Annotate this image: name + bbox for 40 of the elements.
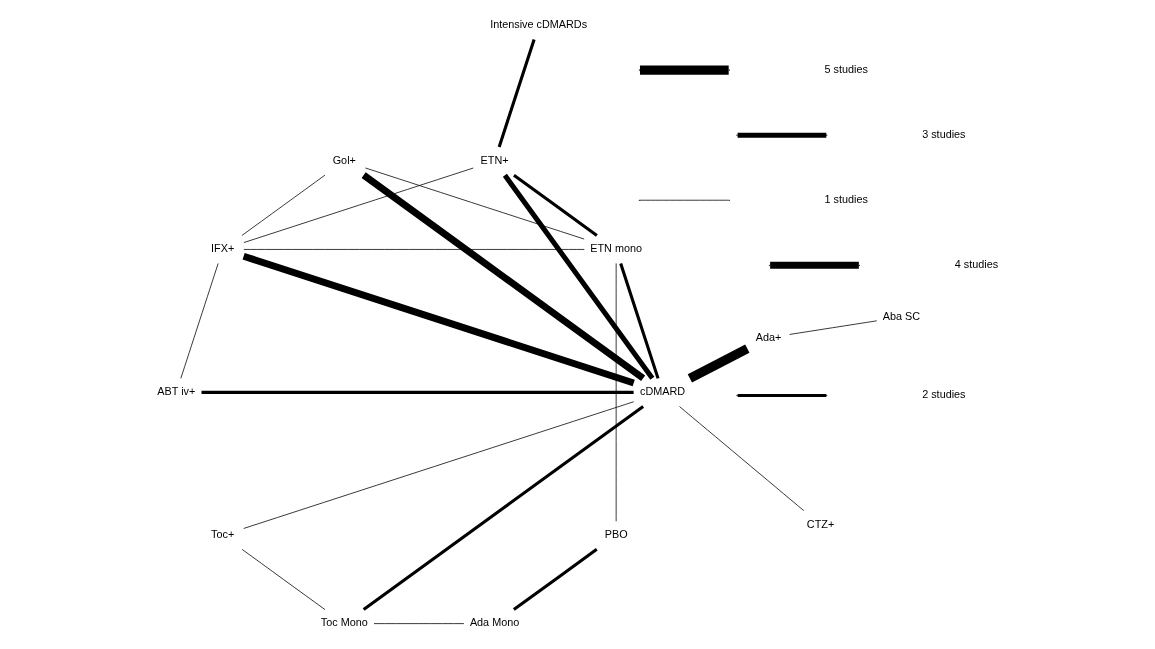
- connector: [241, 174, 326, 236]
- legend-label: 4 studies: [954, 258, 999, 271]
- legend-label: 5 studies: [824, 62, 868, 75]
- connector: [241, 548, 326, 610]
- node-text: ETN mono: [590, 242, 643, 255]
- node-text: Toc+: [211, 528, 235, 541]
- connector: [512, 548, 598, 611]
- legend-label: 2 studies: [922, 388, 966, 401]
- node-text: Ada+: [755, 330, 782, 343]
- node-text: Aba SC: [882, 309, 921, 322]
- node-text: IFX+: [211, 242, 235, 255]
- connector: [497, 38, 536, 148]
- legend-label: 3 studies: [922, 128, 966, 141]
- connector: [687, 344, 750, 383]
- node-text: PBO: [604, 528, 628, 541]
- node-text: ETN+: [480, 153, 509, 166]
- connector: [789, 320, 878, 335]
- connector: [362, 405, 645, 611]
- legend-label: 1 studies: [824, 193, 868, 206]
- connector: [365, 167, 585, 240]
- connector: [243, 167, 474, 243]
- connector: [502, 173, 655, 380]
- connector: [615, 263, 617, 522]
- connector: [513, 173, 598, 237]
- connector: [679, 406, 805, 511]
- connector: [373, 623, 465, 624]
- connector: [243, 249, 585, 250]
- connector: [361, 172, 646, 382]
- node-text: Gol+: [332, 153, 356, 166]
- node-text: CTZ+: [806, 517, 835, 530]
- node-text: ABT iv+: [157, 385, 196, 398]
- node-text: cDMARD: [640, 385, 686, 398]
- connector: [180, 263, 219, 379]
- connector: [619, 263, 660, 379]
- connector: [242, 252, 635, 387]
- node-text: Toc Mono: [320, 616, 368, 629]
- node-text: Ada Mono: [469, 616, 520, 629]
- node-text: Intensive cDMARDs: [490, 18, 588, 31]
- connector: [243, 401, 635, 529]
- connector: [201, 390, 634, 394]
